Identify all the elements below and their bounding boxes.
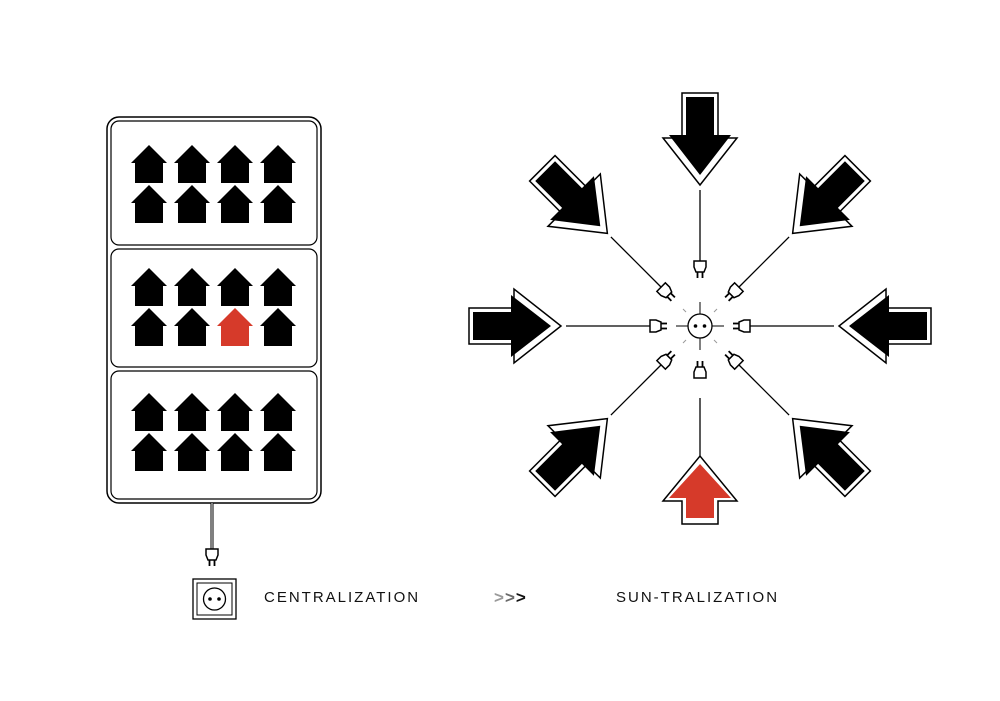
plug-icon	[693, 360, 707, 379]
arrow-glyph-1: >	[494, 588, 505, 607]
plug-icon	[205, 548, 219, 567]
plug-icon	[732, 319, 751, 333]
transition-arrows: >>>	[494, 588, 527, 608]
arrow-glyph-2: >	[504, 588, 516, 607]
spoke-top-right	[721, 141, 885, 305]
spoke-left	[468, 288, 668, 364]
spoke-top-left	[515, 141, 679, 305]
highlight-house-icon	[217, 308, 253, 346]
house-grid-middle	[131, 268, 296, 346]
centralization-label: CENTRALIZATION	[264, 589, 421, 606]
arrow-house-icon	[838, 288, 932, 364]
suntralization-label: SUN-TRALIZATION	[616, 589, 780, 606]
highlight-house-icon	[662, 455, 738, 525]
plug-icon	[693, 260, 707, 279]
central-cable	[205, 503, 219, 567]
spoke-top	[662, 92, 738, 279]
socket-icon	[192, 578, 237, 620]
arrow-house-icon	[662, 92, 738, 186]
spoke-bottom-left	[515, 347, 679, 511]
arrow-house-icon	[468, 288, 562, 364]
spoke-bottom	[662, 360, 738, 525]
spoke-right	[732, 288, 932, 364]
suntralization-block	[468, 92, 932, 525]
plug-icon	[649, 319, 668, 333]
spoke-bottom-right	[721, 347, 885, 511]
arrow-glyph-3: >	[515, 588, 527, 607]
sun-socket-icon	[676, 302, 724, 350]
centralization-block	[106, 116, 322, 620]
